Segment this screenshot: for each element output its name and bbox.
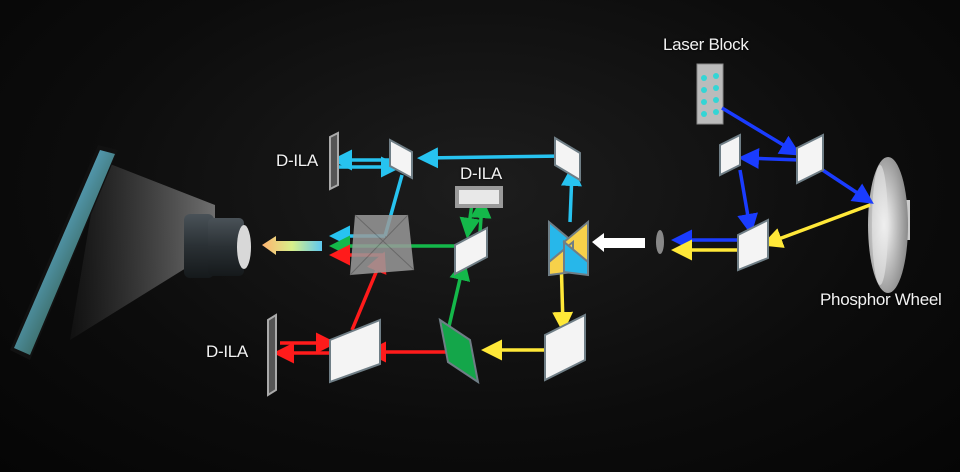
mirror xyxy=(329,318,381,384)
dila-panel-blue xyxy=(329,131,339,191)
projection-lens xyxy=(184,214,251,278)
mirror xyxy=(554,136,581,182)
projection-screen xyxy=(10,145,118,360)
laser-block-label: Laser Block xyxy=(663,35,749,54)
dila-blue-label: D-ILA xyxy=(276,151,318,170)
mirror xyxy=(796,133,824,185)
mirror xyxy=(389,138,413,180)
yellow-light-path xyxy=(481,203,871,361)
dila-green-label: D-ILA xyxy=(460,164,502,183)
projection-beam xyxy=(70,160,215,340)
dila-panel-red xyxy=(267,313,277,397)
mirror xyxy=(719,133,741,177)
dichroic-cross-mirror xyxy=(548,219,589,277)
dila-panel-green xyxy=(455,186,503,208)
laser-block xyxy=(696,63,724,125)
condenser-lens xyxy=(656,230,664,254)
mirror xyxy=(454,226,488,276)
phosphor-wheel-label: Phosphor Wheel xyxy=(820,290,942,309)
mirror xyxy=(737,218,769,272)
phosphor-wheel xyxy=(868,157,910,293)
dila-red-label: D-ILA xyxy=(206,342,248,361)
combined-output-arrow xyxy=(262,236,322,255)
blue-laser-path xyxy=(671,106,874,251)
mirror xyxy=(544,313,586,382)
green-dichroic-mirror xyxy=(438,317,480,385)
prism-cube xyxy=(349,214,415,276)
white-light-arrow xyxy=(592,233,645,252)
